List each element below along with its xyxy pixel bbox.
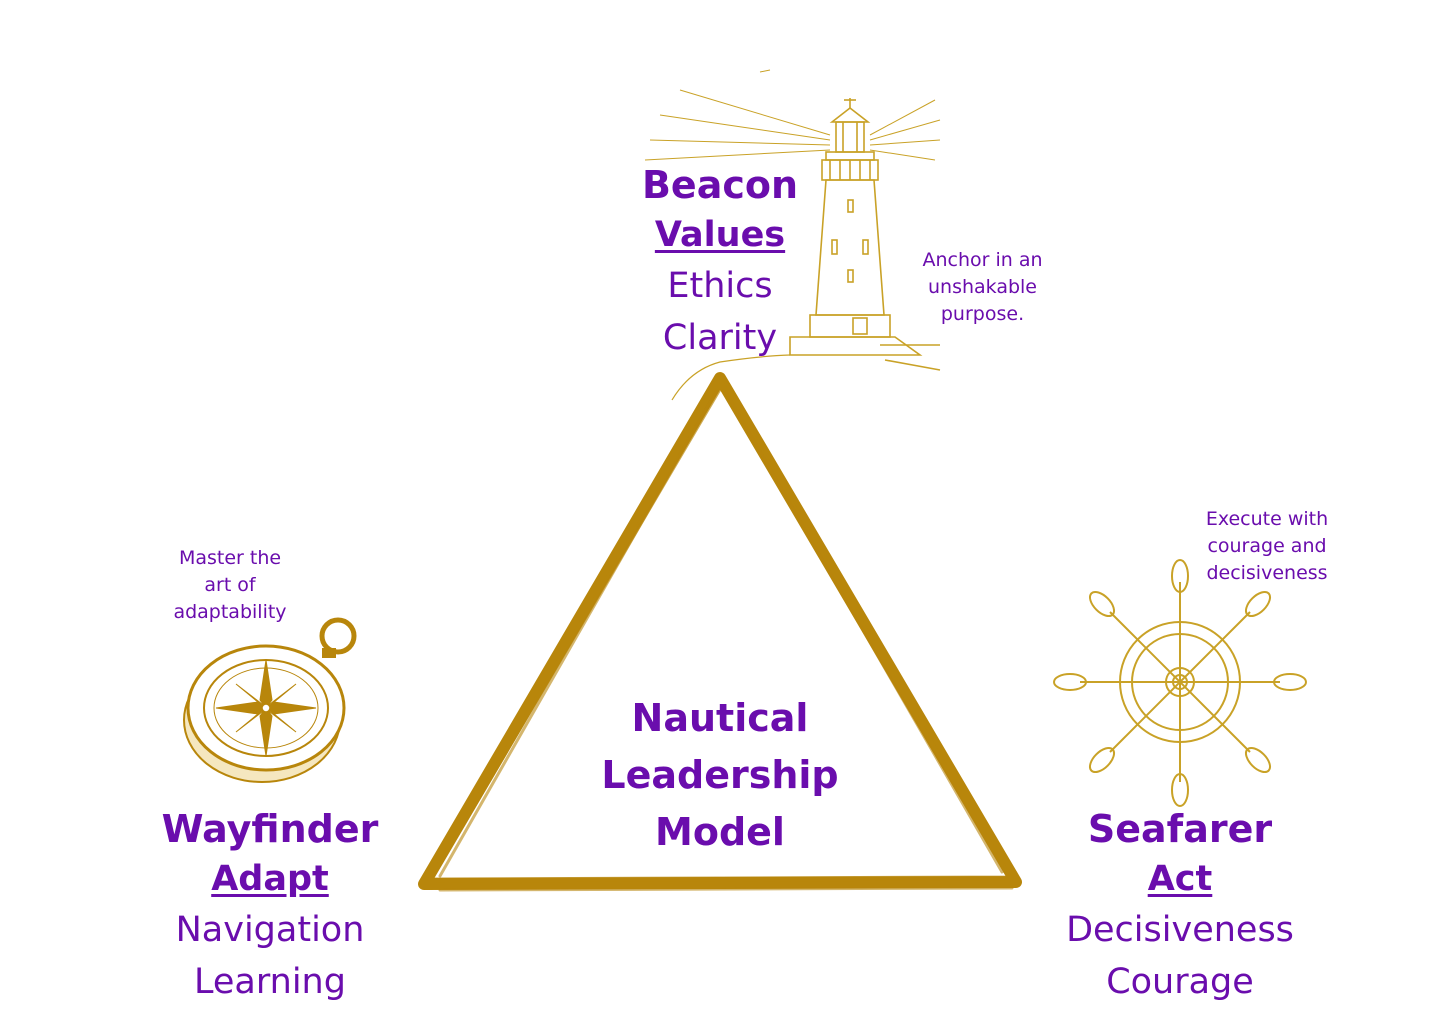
tagline-line: Anchor in an	[922, 249, 1043, 271]
beacon-item: Ethics	[667, 266, 773, 306]
tagline-line: art of	[204, 574, 256, 596]
wayfinder-block: Wayfinder Adapt Navigation Learning	[130, 804, 410, 1008]
ship-wheel-icon	[1053, 559, 1307, 807]
wayfinder-item: Navigation	[175, 910, 365, 950]
beacon-item: Clarity	[662, 318, 778, 358]
tagline-line: decisiveness	[1206, 562, 1328, 584]
seafarer-item: Courage	[1106, 962, 1254, 1002]
beacon-block: Beacon Values Ethics Clarity	[600, 160, 840, 364]
seafarer-tagline: Execute with courage and decisiveness	[1182, 506, 1352, 587]
beacon-tagline: Anchor in an unshakable purpose.	[900, 247, 1065, 328]
tagline-line: Master the	[178, 547, 282, 569]
lighthouse-icon	[644, 69, 941, 401]
triangle-frame	[418, 372, 1022, 892]
tagline-line: purpose.	[940, 303, 1025, 325]
beacon-title: Beacon	[641, 163, 799, 207]
seafarer-block: Seafarer Act Decisiveness Courage	[1040, 804, 1320, 1008]
model-title-line: Leadership	[601, 753, 839, 797]
tagline-line: adaptability	[173, 601, 287, 623]
model-title-line: Nautical	[631, 696, 809, 740]
model-title: Nautical Leadership Model	[560, 690, 880, 861]
wayfinder-title: Wayfinder	[161, 807, 379, 851]
seafarer-item: Decisiveness	[1066, 910, 1294, 950]
tagline-line: courage and	[1207, 535, 1327, 557]
wayfinder-tagline: Master the art of adaptability	[150, 545, 310, 626]
seafarer-title: Seafarer	[1087, 807, 1273, 851]
beacon-subtitle: Values	[654, 215, 786, 255]
tagline-line: unshakable	[927, 276, 1037, 298]
wayfinder-subtitle: Adapt	[211, 859, 329, 899]
wayfinder-item: Learning	[194, 962, 346, 1002]
seafarer-subtitle: Act	[1147, 859, 1213, 899]
model-title-line: Model	[655, 810, 785, 854]
compass-icon	[183, 617, 357, 783]
tagline-line: Execute with	[1205, 508, 1329, 530]
light-rays	[644, 69, 941, 161]
